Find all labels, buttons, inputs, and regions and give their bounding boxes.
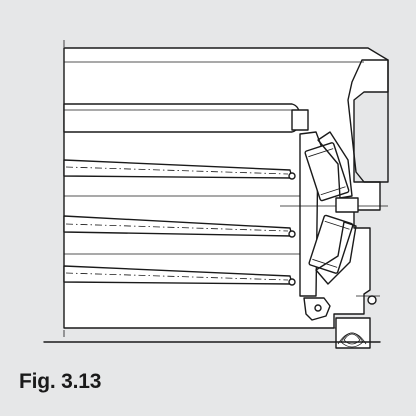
seal-highlight <box>347 59 389 183</box>
base-block <box>335 317 371 349</box>
rod-collar <box>291 109 309 131</box>
lower-roller <box>308 214 354 274</box>
upper-roller-cage <box>317 131 353 199</box>
bar-2 <box>63 215 296 238</box>
upper-roller <box>304 142 350 202</box>
spacer-block <box>335 197 359 213</box>
right-fitting <box>367 295 377 305</box>
bar-3 <box>63 265 296 286</box>
lower-roller-cage <box>315 221 357 285</box>
bar-1 <box>63 159 296 180</box>
figure-caption: Fig. 3.13 <box>19 370 102 393</box>
upper-rod <box>63 103 301 133</box>
